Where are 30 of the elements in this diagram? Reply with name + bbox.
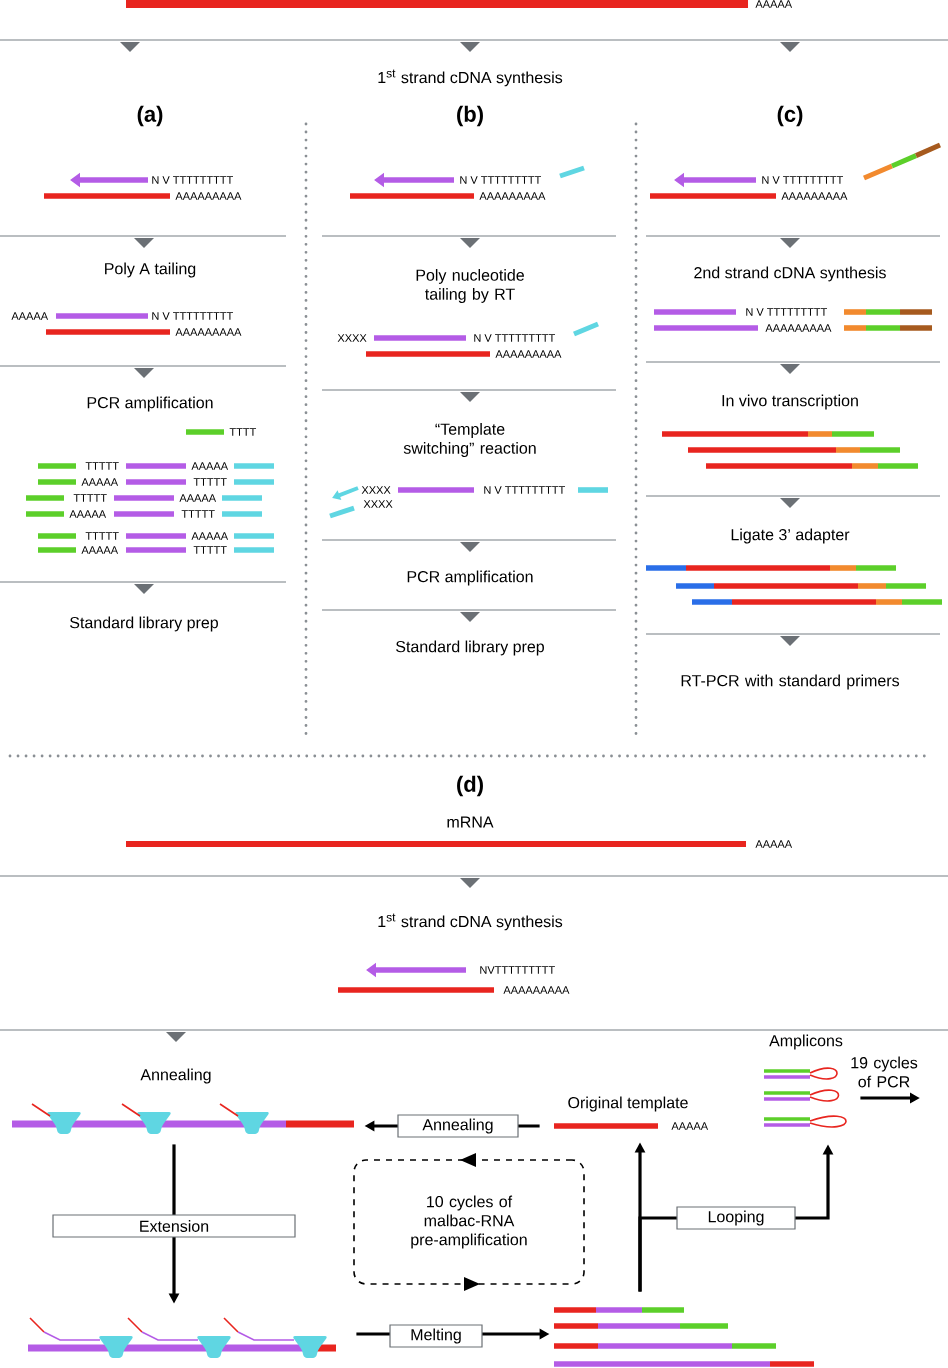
step-label: In vivo transcription xyxy=(722,394,858,410)
panel-letter: (c) xyxy=(777,105,803,127)
node-label: Original template xyxy=(568,1096,688,1112)
step-label-box: Melting xyxy=(389,1324,483,1348)
strand-drawing xyxy=(28,1317,336,1358)
node-label: Amplicons xyxy=(769,1034,843,1050)
step-label: Standard library prep xyxy=(396,640,544,656)
step-label: “Template switching” reaction xyxy=(403,423,536,457)
panel-letter: (a) xyxy=(137,105,163,127)
panel-letter: (d) xyxy=(457,775,483,797)
step-label: 1$^{st}$ strand cDNA synthesis xyxy=(378,913,563,931)
cycle-box: 10 cycles of malbac-RNA pre-amplification xyxy=(353,1153,585,1291)
step-label: Ligate 3’ adapter xyxy=(731,528,850,544)
step-label: Poly A tailing xyxy=(105,262,196,278)
step-label: Poly nucleotide tailing by RT xyxy=(416,269,524,303)
step-label: RT-PCR with standard primers xyxy=(681,674,900,690)
step-label-box: Annealing xyxy=(397,1114,519,1138)
step-label: 2nd strand cDNA synthesis xyxy=(694,266,886,282)
step-label-box: Looping xyxy=(676,1206,796,1230)
step-label: PCR amplification xyxy=(407,570,533,586)
strand-drawing xyxy=(554,1307,814,1367)
step-label: PCR amplification xyxy=(87,396,213,412)
step-label: 1$^{st}$ strand cDNA synthesis xyxy=(378,69,563,87)
strand-drawing xyxy=(12,1103,354,1134)
panel-letter: (b) xyxy=(457,105,483,127)
step-label-box: Extension xyxy=(52,1214,296,1238)
step-label: mRNA xyxy=(447,816,494,828)
edge-label: 19 cycles of PCR xyxy=(841,1055,927,1089)
step-label: Annealing xyxy=(140,1068,211,1084)
step-label: Standard library prep xyxy=(70,616,218,632)
